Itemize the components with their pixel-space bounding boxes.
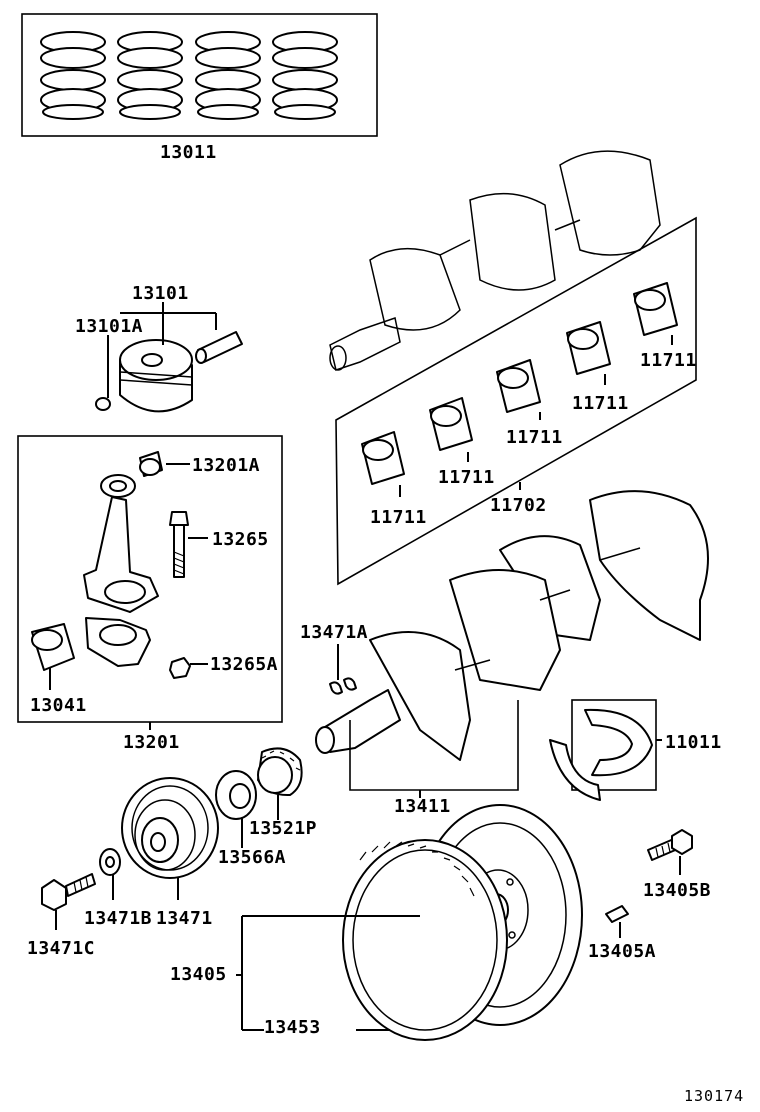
- label-11711-d: 11711: [572, 393, 629, 414]
- label-13471A: 13471A: [300, 622, 368, 643]
- main-bearing-panel: [335, 216, 697, 586]
- flywheel-dowel-pin[interactable]: [605, 905, 629, 923]
- snap-ring[interactable]: [95, 397, 111, 411]
- label-13411: 13411: [394, 796, 451, 817]
- label-13453: 13453: [264, 1017, 321, 1038]
- label-13201: 13201: [123, 732, 180, 753]
- crankshaft-bracket: [349, 700, 519, 791]
- label-11711-a: 11711: [370, 507, 427, 528]
- crank-key[interactable]: [329, 677, 357, 695]
- main-bearing-5[interactable]: [633, 282, 678, 336]
- label-11011: 11011: [665, 732, 722, 753]
- label-13471C: 13471C: [27, 938, 95, 959]
- rod-bushing[interactable]: [139, 451, 163, 477]
- label-11711-c: 11711: [506, 427, 563, 448]
- main-bearing-4[interactable]: [566, 321, 611, 375]
- rod-bearing[interactable]: [31, 623, 75, 671]
- main-bearing-1[interactable]: [361, 431, 405, 485]
- piston-ring-sets[interactable]: [21, 13, 378, 137]
- crank-pulley[interactable]: [121, 777, 219, 879]
- label-13101A: 13101A: [75, 316, 143, 337]
- thrust-washer-set[interactable]: [549, 708, 653, 801]
- crank-spacer[interactable]: [215, 770, 257, 820]
- label-13471: 13471: [156, 908, 213, 929]
- label-13521P: 13521P: [249, 818, 317, 839]
- pulley-washer[interactable]: [99, 848, 121, 876]
- label-13566A: 13566A: [218, 847, 286, 868]
- rod-nut[interactable]: [169, 657, 191, 679]
- diagram-id: 130174: [684, 1087, 744, 1105]
- pulley-bolt[interactable]: [41, 873, 96, 911]
- ring-set-2: [117, 31, 183, 120]
- main-bearing-3[interactable]: [496, 359, 541, 413]
- label-11711-e: 11711: [640, 350, 697, 371]
- ring-set-1: [40, 31, 106, 120]
- timing-gear[interactable]: [257, 747, 303, 797]
- label-13471B: 13471B: [84, 908, 152, 929]
- crankshaft-outline-upper: [329, 150, 661, 371]
- label-11711-b: 11711: [438, 467, 495, 488]
- label-13041: 13041: [30, 695, 87, 716]
- thrust-washer-box: [571, 699, 657, 791]
- crankshaft[interactable]: [315, 490, 709, 761]
- rod-bolt[interactable]: [169, 511, 189, 578]
- label-13405B: 13405B: [643, 880, 711, 901]
- ring-set-4: [272, 31, 338, 120]
- flywheel-bolt[interactable]: [647, 829, 693, 861]
- label-13201A: 13201A: [192, 455, 260, 476]
- ring-set-3: [195, 31, 261, 120]
- connecting-rod[interactable]: [83, 474, 159, 613]
- label-13405A: 13405A: [588, 941, 656, 962]
- piston-pin[interactable]: [195, 331, 243, 364]
- label-13265A: 13265A: [210, 654, 278, 675]
- ring-gear[interactable]: [342, 839, 508, 1041]
- rod-cap[interactable]: [85, 617, 151, 667]
- label-13011: 13011: [160, 142, 217, 163]
- label-13265: 13265: [212, 529, 269, 550]
- main-bearing-2[interactable]: [429, 397, 473, 451]
- label-13405: 13405: [170, 964, 227, 985]
- label-13101: 13101: [132, 283, 189, 304]
- label-11702: 11702: [490, 495, 547, 516]
- piston[interactable]: [119, 339, 193, 413]
